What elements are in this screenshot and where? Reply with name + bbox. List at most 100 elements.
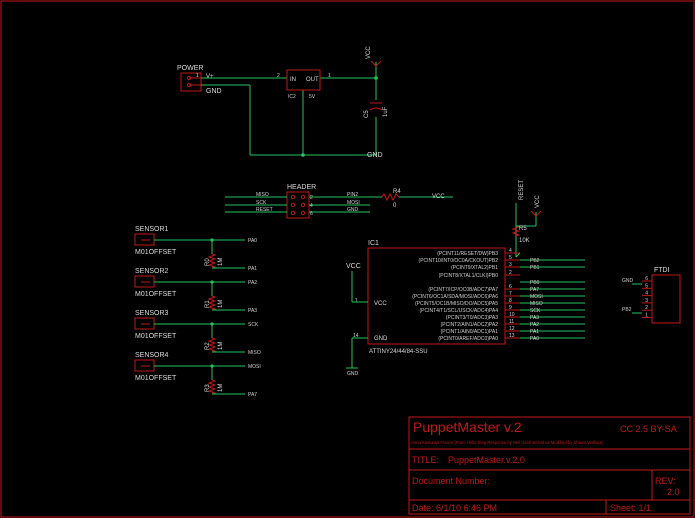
- ftdi-gnd-label: GND: [622, 278, 634, 284]
- sensor-net-b: PA1: [248, 266, 257, 272]
- power-pin1: 1: [196, 73, 199, 79]
- power-label: POWER: [177, 65, 203, 72]
- ic1-pin-net: PA2: [530, 322, 539, 328]
- ic1-pin-label: (PCINT9/XTAL2)PB1: [451, 265, 498, 271]
- ftdi-pin-num: 1: [645, 313, 648, 319]
- ftdi-pin-num: 6: [645, 276, 648, 282]
- resistor-r4: R4 0 VCC: [381, 189, 445, 209]
- ic1-power-wires: VCC GND: [346, 263, 368, 377]
- reg-in-label: IN: [290, 77, 296, 83]
- hdr-net-miso: MISO: [256, 192, 269, 198]
- resistor-name: R3: [205, 384, 211, 392]
- sensor-net-b: MISO: [248, 350, 261, 356]
- reg-name: IC2: [288, 94, 296, 100]
- sensor-value: M01OFFSET: [135, 249, 177, 256]
- hdr-net-sck: SCK: [256, 200, 267, 206]
- ic1-pin-label: (PCINT2/AIN1/ADC2)PA2: [441, 322, 499, 328]
- header-name: HEADER: [287, 184, 316, 191]
- resistor-value: 1M: [218, 384, 224, 392]
- resistor-name: R0: [205, 258, 211, 266]
- ic1-pin-net: PA3: [530, 315, 539, 321]
- sensor-name: SENSOR3: [135, 310, 169, 317]
- ic1-pin-label: (PCINT11/RESET/DW)PB3: [437, 251, 498, 257]
- resistor-value: 1M: [218, 258, 224, 266]
- ic1-pin-num: 6: [509, 284, 512, 290]
- ftdi-pin-num: 5: [645, 283, 648, 289]
- reset-net: RESET: [519, 180, 525, 200]
- ic1-pin-num: 12: [509, 326, 515, 332]
- sensor-net-a: PA0: [248, 238, 257, 244]
- ic1-pin-num: 2: [509, 270, 512, 276]
- ic1-pin-num: 10: [509, 312, 515, 318]
- reg-pin-in: 2: [277, 73, 280, 79]
- ic1-pin-label: (PCINT1/AIN0/ADC1)PA1: [441, 329, 499, 335]
- ic1-pin-num: 8: [509, 298, 512, 304]
- sensor-net-b: PA7: [248, 392, 257, 398]
- reg-value: 5V: [309, 94, 316, 100]
- voltage-regulator: IN OUT IC2 5V 2 1: [277, 69, 331, 100]
- hdr-net-gnd: GND: [347, 207, 359, 213]
- power-wires: [201, 62, 378, 157]
- ic1-value: ATTINY24/44/84-SSU: [369, 349, 428, 355]
- sensor-name: SENSOR4: [135, 352, 169, 359]
- sensor-name: SENSOR1: [135, 226, 169, 233]
- title-label: TITLE:: [412, 455, 439, 465]
- hdr-net-mosi: MOSI: [347, 200, 360, 206]
- cap-value: 1uF: [383, 106, 389, 117]
- credit-text: Anna Kaziunas France (From Hello Step Re…: [411, 440, 604, 445]
- ic1-pin-num: 9: [509, 305, 512, 311]
- ic1-pin-net: MOSI: [530, 294, 543, 300]
- ftdi-pin-num: 4: [645, 291, 648, 297]
- ic1-pin-label: (PCINT5/OC1B/MISO/DO/ADC5)PA5: [415, 301, 498, 307]
- ic1-pin-net: PB1: [530, 265, 540, 271]
- vcc-ic-label: VCC: [346, 263, 361, 270]
- resistor-value: 1M: [218, 342, 224, 350]
- sensor-net-a: PA2: [248, 280, 257, 286]
- rev-value: 2.0: [667, 487, 680, 497]
- ic1-pin-net: PA0: [530, 336, 539, 342]
- r4-net: VCC: [432, 194, 445, 200]
- ic1-pin-num: 5: [509, 255, 512, 261]
- license-text: CC 2.5 BY-SA: [620, 424, 677, 434]
- ftdi-pin-num: 3: [645, 298, 648, 304]
- rev-label: REV:: [655, 476, 676, 486]
- sheet-text: Sheet: 1/1: [610, 503, 651, 513]
- ic1-pin-label: (PCINT7/ICP/OC0B/ADC7)PA7: [428, 287, 498, 293]
- ic1-name: IC1: [368, 240, 379, 247]
- ic1-pin-net: MISO: [530, 301, 543, 307]
- title-block: PuppetMaster v.2 CC 2.5 BY-SA Anna Kaziu…: [408, 416, 691, 515]
- cap-name: C5: [364, 110, 370, 118]
- reset-pullup: RESET VCC R5 10K: [511, 180, 542, 257]
- ic1-pin-num: 13: [509, 333, 515, 339]
- power-gnd-label: GND: [206, 88, 222, 95]
- sensor-net-a: SCK: [248, 322, 259, 328]
- ic1-pin-net: PA1: [530, 329, 539, 335]
- ic1-pin-net: PB2: [530, 258, 540, 264]
- ic1-pin-label: (PCINT4/T1/SCL/USCK/ADC4)PA4: [419, 308, 498, 314]
- date-text: Date: 6/1/10 6:46 PM: [412, 503, 497, 513]
- r4-value: 0: [393, 203, 397, 209]
- ftdi-name: FTDI: [654, 267, 670, 274]
- resistor-value: 1M: [218, 300, 224, 308]
- sensor-net-b: PA3: [248, 308, 257, 314]
- sensor-value: M01OFFSET: [135, 291, 177, 298]
- doc-number-label: Document Number:: [412, 476, 490, 486]
- r4-name: R4: [393, 189, 401, 195]
- ic1-pin-num: 4: [509, 248, 512, 254]
- ic1-vcc-label: VCC: [374, 301, 387, 307]
